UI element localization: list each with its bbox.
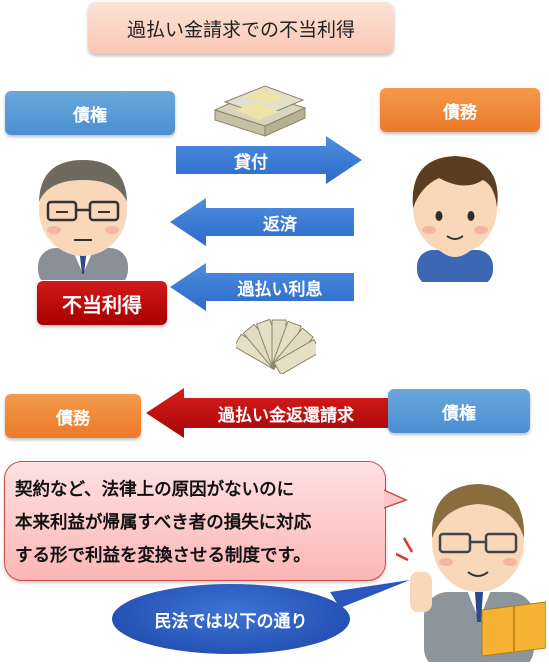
repayment-label: 返済 bbox=[263, 214, 297, 235]
money-stack-icon bbox=[213, 85, 307, 137]
explanation-line: する形で利益を変換させる制度です。 bbox=[15, 546, 311, 566]
banknotes-icon bbox=[236, 318, 316, 374]
bubble-tail bbox=[384, 489, 408, 509]
explanation-bubble: 契約など、法律上の原因がないのに 本来利益が帰属すべき者の損失に対応 する形で利… bbox=[4, 461, 386, 581]
overpaid-interest-arrow bbox=[170, 263, 354, 311]
creditor-label-bottom: 債権 bbox=[388, 389, 530, 433]
overpaid-interest-label: 過払い利息 bbox=[237, 279, 323, 300]
loan-arrow bbox=[176, 136, 362, 184]
businessman-glasses-icon bbox=[38, 160, 128, 280]
explanation-line: 契約など、法律上の原因がないのに bbox=[15, 480, 295, 500]
loan-label: 貸付 bbox=[234, 152, 268, 173]
unjust-enrichment-badge: 不当利得 bbox=[37, 281, 167, 325]
diagram-title: 過払い金請求での不当利得 bbox=[88, 2, 394, 54]
callout-tail bbox=[330, 580, 410, 608]
creditor-label: 債権 bbox=[5, 91, 175, 135]
lecturer-with-book-icon bbox=[396, 484, 546, 662]
repayment-arrow bbox=[170, 198, 354, 246]
young-man-icon bbox=[412, 156, 498, 282]
refund-claim-arrow bbox=[146, 388, 388, 438]
civil-code-callout: 民法では以下の通り bbox=[112, 584, 350, 654]
explanation-line: 本来利益が帰属すべき者の損失に対応 bbox=[15, 513, 312, 533]
debtor-label-bottom: 債務 bbox=[5, 394, 141, 438]
refund-claim-label: 過払い金返還請求 bbox=[218, 405, 354, 426]
debtor-label: 債務 bbox=[380, 88, 540, 132]
